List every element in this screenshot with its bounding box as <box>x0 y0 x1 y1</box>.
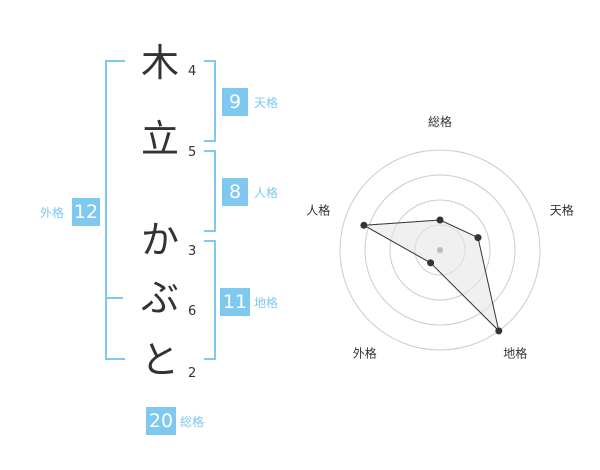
stroke-count-5: 2 <box>188 366 197 381</box>
stroke-count-3: 3 <box>188 244 197 259</box>
radar-data-point <box>360 221 368 229</box>
stroke-count-4: 6 <box>188 304 197 319</box>
chikaku-label: 地格 <box>254 296 279 310</box>
name-char-1: 木 <box>140 41 179 85</box>
radar-grid-ring <box>364 174 516 326</box>
gaikaku-label: 外格 <box>40 206 65 220</box>
gaikaku-bracket-divider <box>105 297 123 299</box>
name-char-2: 立 <box>140 117 179 161</box>
jinkaku-value-badge: 8 <box>222 178 248 206</box>
name-char-4: ぶ <box>140 276 179 320</box>
tenkaku-value-badge: 9 <box>222 88 248 116</box>
tenkaku-label: 天格 <box>254 96 279 110</box>
soukaku-value-badge: 20 <box>146 407 176 435</box>
radar-grid-ring <box>389 199 491 301</box>
name-char-5: と <box>140 338 179 382</box>
radar-axis-label: 地格 <box>503 346 527 361</box>
radar-axis-label: 人格 <box>306 202 330 217</box>
radar-data-point <box>427 259 435 267</box>
radar-axis-label: 天格 <box>550 202 574 217</box>
radar-data-point <box>474 234 482 242</box>
chikaku-value-badge: 11 <box>220 288 250 316</box>
tenkaku-bracket <box>204 60 216 142</box>
radar-data-point <box>436 216 444 224</box>
stroke-count-1: 4 <box>188 64 197 79</box>
stroke-count-2: 5 <box>188 145 197 160</box>
jinkaku-label: 人格 <box>254 186 279 200</box>
name-char-3: か <box>140 218 179 262</box>
gaikaku-value-badge: 12 <box>72 198 100 226</box>
radar-data-point <box>495 327 503 335</box>
radar-grid-ring <box>339 149 541 351</box>
radar-center-dot <box>437 247 443 253</box>
radar-data-polygon <box>362 219 500 333</box>
radar-axis-label: 外格 <box>353 346 377 361</box>
gaikaku-bracket <box>105 60 125 360</box>
soukaku-label: 総格 <box>180 415 205 429</box>
jinkaku-bracket <box>204 150 216 232</box>
radar-axis-label: 総格 <box>428 114 452 129</box>
chikaku-bracket <box>204 240 216 360</box>
